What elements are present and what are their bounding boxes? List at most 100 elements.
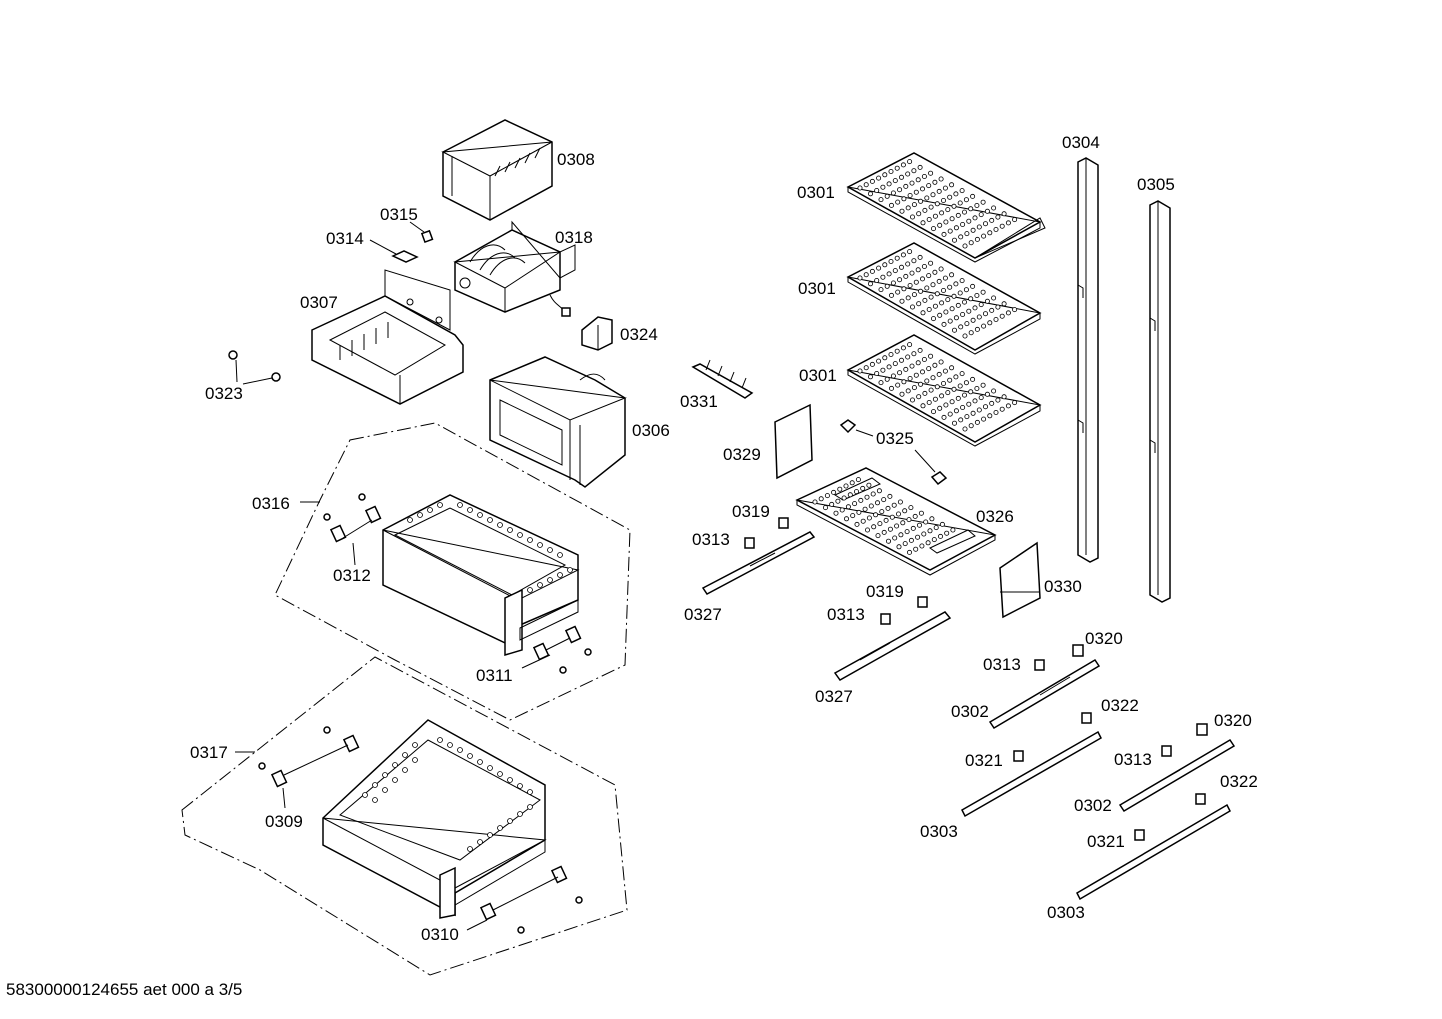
shelf-perforation-hole <box>939 521 945 527</box>
shelf-perforation-hole <box>966 218 972 224</box>
rod-bracket-0312 <box>323 493 382 566</box>
shelf-perforation-hole <box>904 529 910 535</box>
label-0319-a: 0319 <box>732 502 770 521</box>
shelf-perforation-hole <box>931 537 937 543</box>
label-0308: 0308 <box>557 150 595 169</box>
shelf-perforation-hole <box>913 279 919 285</box>
shelf-perforation-hole <box>862 506 868 512</box>
shelf-perforation-hole <box>882 355 888 361</box>
shelf-perforation-hole <box>978 395 984 401</box>
shelf-perforation-hole <box>905 205 911 211</box>
shelf-perforation-hole <box>928 260 934 266</box>
shelf-perforation-hole <box>868 503 874 509</box>
shelf-perforation-hole <box>987 230 993 236</box>
shelf-perforation-hole <box>932 303 938 309</box>
shelf-perforation-hole <box>831 489 837 495</box>
group-outline-0317 <box>181 656 628 976</box>
shelf-perforation-hole <box>952 420 958 426</box>
shelf-perforation-hole <box>972 398 978 404</box>
shelf-perforation-hole <box>928 204 934 210</box>
shelf-perforation-hole <box>962 426 968 432</box>
shelf-perforation-hole <box>866 482 872 488</box>
shelf-perforation-hole <box>894 348 900 354</box>
shelf-perforation-hole <box>945 207 951 213</box>
shelf-perforation-hole <box>918 381 924 387</box>
shelf-perforation-hole <box>907 375 913 381</box>
shelf-perforation-hole <box>991 388 997 394</box>
shelf-perforation-hole <box>947 411 953 417</box>
shelf-perforation-hole <box>882 172 888 178</box>
label-0331: 0331 <box>680 392 718 411</box>
shelf-perforation-hole <box>874 370 880 376</box>
shelf-perforation-hole <box>958 417 964 423</box>
shelf-perforation-hole <box>907 249 913 255</box>
shelf-perforation-hole <box>926 399 932 405</box>
shelf-perforation-hole <box>921 173 927 179</box>
shelf-perforation-hole <box>916 301 922 307</box>
shelf-perforation-hole <box>926 183 932 189</box>
shelf-perforation-hole <box>953 225 959 231</box>
shelf-perforation-hole <box>989 217 995 223</box>
group-outline-0316 <box>274 422 631 721</box>
shelf-perforation-hole <box>924 195 930 201</box>
shelf-perforation-hole <box>888 258 894 264</box>
shelf-perforation-hole <box>949 182 955 188</box>
shelf-perforation-hole <box>884 376 890 382</box>
shelf-perforation-hole <box>920 403 926 409</box>
shelf-perforation-hole <box>957 290 963 296</box>
shelf-perforation-hole <box>974 385 980 391</box>
shelf-perforation-hole <box>905 388 911 394</box>
label-0324: 0324 <box>620 325 658 344</box>
label-0313-d: 0313 <box>1114 750 1152 769</box>
shelf-perforation-hole <box>952 327 958 333</box>
shelf-perforation-hole <box>899 264 905 270</box>
shelf-perforation-hole <box>925 540 931 546</box>
shelf-perforation-hole <box>968 389 974 395</box>
shelf-perforation-hole <box>993 316 999 322</box>
shelf-perforation-hole <box>928 294 934 300</box>
shelf-perforation-hole <box>953 408 959 414</box>
shelf-perforation-hole <box>921 531 927 537</box>
shelf-perforation-hole <box>928 353 934 359</box>
shelf-perforation-hole <box>959 278 965 284</box>
rod-bracket-0309 <box>258 726 360 809</box>
label-0313-a: 0313 <box>692 530 730 549</box>
shelf-perforation-hole <box>928 387 934 393</box>
shelf-perforation-hole <box>892 178 898 184</box>
shelf-perforation-hole <box>918 510 924 516</box>
shelf-perforation-hole <box>980 289 986 295</box>
shelf-perforation-hole <box>920 369 926 375</box>
shelf-perforation-hole <box>974 419 980 425</box>
shelf-perforation-hole <box>890 373 896 379</box>
shelf-perforation-hole <box>931 226 937 232</box>
shelf-perforation-hole <box>885 505 891 511</box>
shelf-perforation-hole <box>868 281 874 287</box>
shelf-perforation-hole <box>962 209 968 215</box>
shelf-perforation-hole <box>896 511 902 517</box>
shelf-perforation-hole <box>968 296 974 302</box>
shelf-perforation-hole <box>936 371 942 377</box>
shelf-perforation-hole <box>910 525 916 531</box>
shelf-perforation-hole <box>943 309 949 315</box>
shelf-0301-middle <box>846 242 1042 355</box>
label-0327-a: 0327 <box>684 605 722 624</box>
shelf-perforation-hole <box>854 521 860 527</box>
shelf-perforation-hole <box>970 317 976 323</box>
shelf-perforation-hole <box>824 493 830 499</box>
shelf-perforation-hole <box>854 489 860 495</box>
shelf-perforation-hole <box>993 409 999 415</box>
label-0305: 0305 <box>1137 175 1175 194</box>
label-0311: 0311 <box>476 666 513 685</box>
shelf-perforation-hole <box>1012 400 1018 406</box>
shelf-perforation-hole <box>938 359 944 365</box>
shelf-perforation-hole <box>999 223 1005 229</box>
shelf-perforation-hole <box>837 486 843 492</box>
shelf-perforation-hole <box>844 516 850 522</box>
label-0313-c: 0313 <box>983 655 1021 674</box>
shelf-perforation-hole <box>903 366 909 372</box>
vertical-rail-0304 <box>1077 157 1099 563</box>
label-0302-a: 0302 <box>951 702 989 721</box>
shelf-perforation-hole <box>881 497 887 503</box>
label-0313-b: 0313 <box>827 605 865 624</box>
shelf-perforation-hole <box>932 269 938 275</box>
